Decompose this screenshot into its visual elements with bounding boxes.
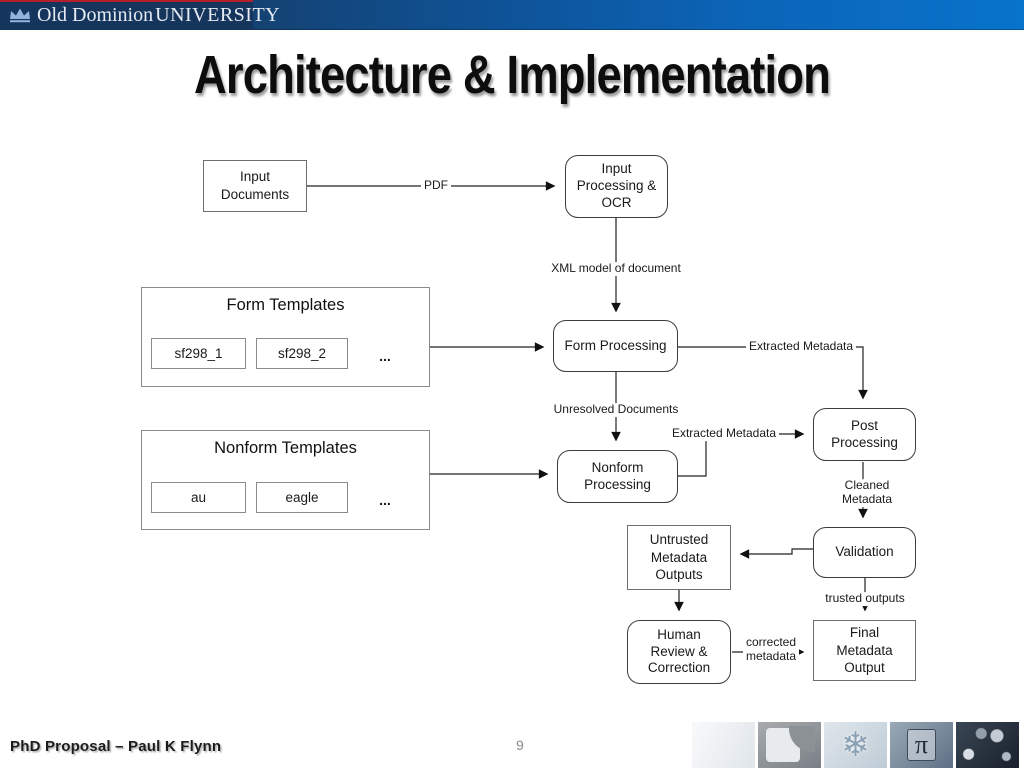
nonform-templates-ellipsis: ...	[379, 491, 391, 508]
bird-shape-photo-thumbnail	[758, 722, 821, 768]
node-final-metadata-output: Final Metadata Output	[813, 620, 916, 681]
edge-label-extracted-metadata-nonform: Extracted Metadata	[668, 426, 780, 441]
node-nonform-processing: Nonform Processing	[557, 450, 678, 503]
template-item-eagle: eagle	[256, 482, 348, 513]
pi-blueprint-photo-thumbnail: π	[890, 722, 953, 768]
node-input-processing-ocr: Input Processing & OCR	[565, 155, 668, 218]
node-validation: Validation	[813, 527, 916, 578]
edge-label-cleaned-metadata: Cleaned Metadata	[838, 478, 896, 507]
edge-label-extracted-metadata-form: Extracted Metadata	[745, 339, 857, 354]
star-cluster-photo-thumbnail	[956, 722, 1019, 768]
node-human-review-correction: Human Review & Correction	[627, 620, 731, 684]
form-templates-title: Form Templates	[226, 296, 345, 314]
snowflake-photo-thumbnail: ❄	[824, 722, 887, 768]
red-accent-stripe	[0, 0, 253, 2]
form-templates-ellipsis: ...	[379, 347, 391, 364]
edge-label-unresolved-documents: Unresolved Documents	[550, 402, 682, 417]
template-item-sf298-1: sf298_1	[151, 338, 246, 369]
form-templates-group: Form Templates sf298_1 sf298_2 ...	[141, 287, 430, 387]
template-item-sf298-2: sf298_2	[256, 338, 348, 369]
edge-label-xml-model: XML model of document	[548, 261, 684, 276]
edge-label-corrected-metadata: corrected metadata	[742, 635, 800, 664]
crown-icon	[10, 8, 30, 23]
edge-label-trusted-outputs: trusted outputs	[822, 591, 908, 606]
footer-thumbnail-strip: ❄ π	[692, 722, 1019, 768]
nonform-templates-group: Nonform Templates au eagle ...	[141, 430, 430, 530]
pi-symbol-icon: π	[906, 729, 937, 761]
university-name-serif: Old Dominion	[37, 3, 154, 26]
slide-title: Architecture & Implementation	[193, 45, 831, 105]
node-input-documents: Input Documents	[203, 160, 307, 212]
footer-author-text: PhD Proposal – Paul K Flynn	[10, 738, 222, 755]
template-item-au: au	[151, 482, 246, 513]
page-number: 9	[516, 737, 524, 753]
snowflake-icon: ❄	[841, 726, 870, 764]
node-untrusted-metadata-outputs: Untrusted Metadata Outputs	[627, 525, 731, 590]
nonform-templates-title: Nonform Templates	[214, 439, 357, 457]
node-post-processing: Post Processing	[813, 408, 916, 461]
edge-label-pdf: PDF	[421, 178, 451, 193]
node-form-processing: Form Processing	[553, 320, 678, 372]
faded-statue-photo-thumbnail	[692, 722, 755, 768]
university-name-caps: UNIVERSITY	[155, 3, 281, 26]
